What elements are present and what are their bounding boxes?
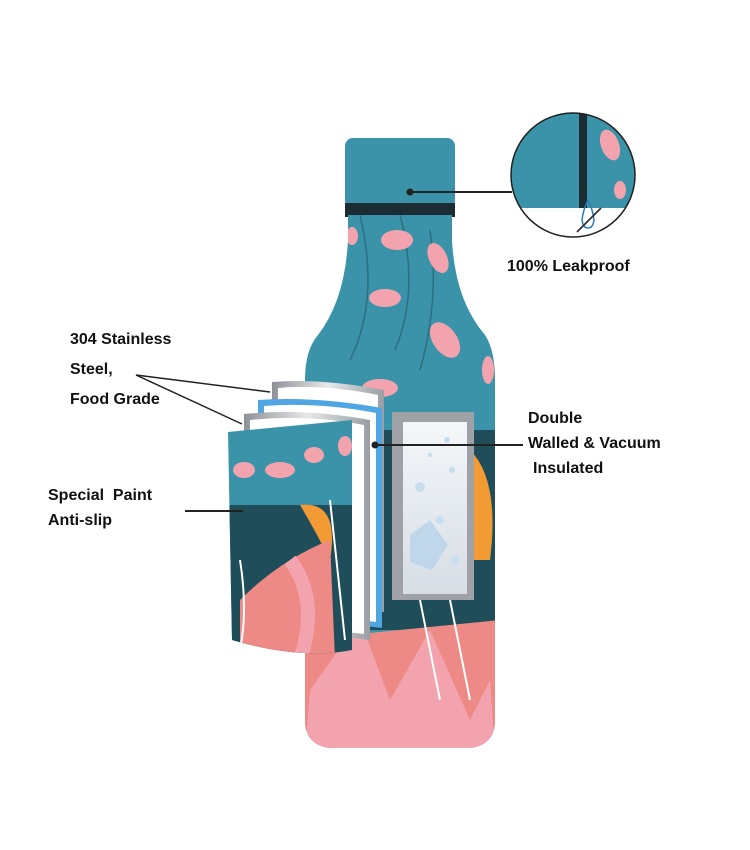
leakproof-label: 100% Leakproof [507, 252, 630, 282]
leakproof-text: 100% Leakproof [507, 258, 630, 275]
callout-lines [135, 188, 523, 512]
vacuum-line-1: Double [528, 410, 583, 427]
insulation-cutaway [392, 412, 474, 600]
steel-label: 304 Stainless Steel, Food Grade [70, 325, 171, 415]
steel-line-2: Steel, [70, 361, 113, 378]
leakproof-zoom-inset [510, 112, 636, 238]
steel-line-1: 304 Stainless [70, 331, 172, 348]
vacuum-line-2: Walled & Vacuum [528, 435, 661, 452]
vacuum-line-3: Insulated [533, 460, 604, 477]
steel-line-3: Food Grade [70, 391, 160, 408]
paint-label: Special Paint Anti-slip [48, 483, 152, 533]
vacuum-label: Double Walled & Vacuum Insulated [528, 406, 661, 481]
bottle-cap [345, 138, 455, 217]
paint-line-2: Anti-slip [48, 512, 112, 529]
printed-wrap [228, 420, 352, 654]
paint-line-1: Special Paint [48, 487, 153, 504]
